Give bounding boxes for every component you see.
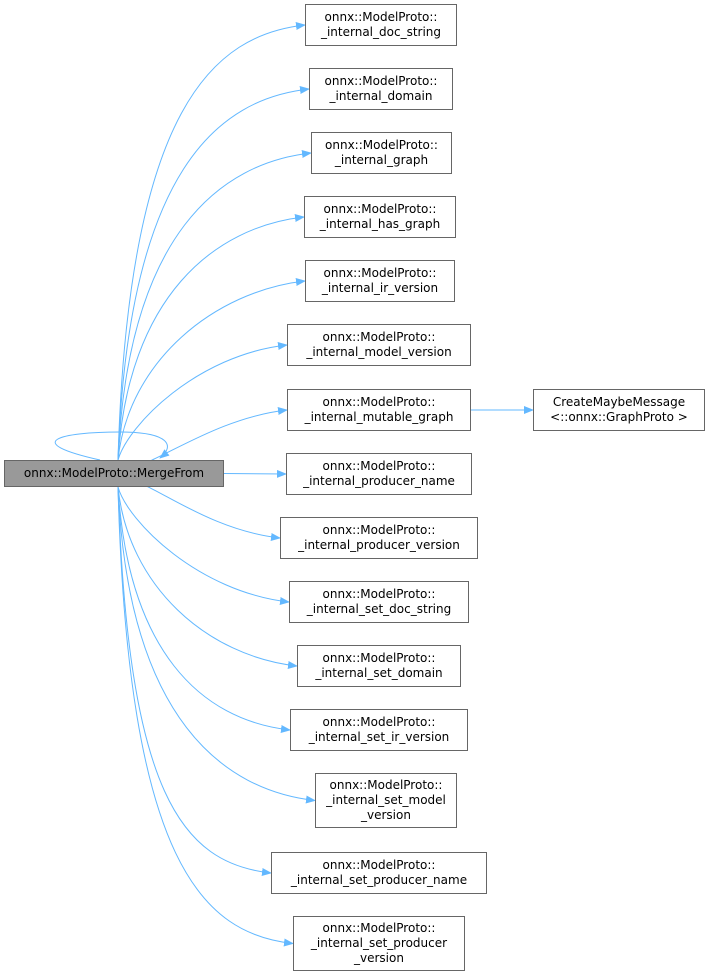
node-label-line: _internal_model_version xyxy=(306,345,452,359)
node-label-line: onnx::ModelProto:: xyxy=(322,587,436,601)
node-label-line: _internal_has_graph xyxy=(319,217,441,231)
node-label-line: onnx::ModelProto:: xyxy=(322,330,436,344)
function-node[interactable]: onnx::ModelProto::_internal_model_versio… xyxy=(287,324,471,366)
call-edge xyxy=(223,469,287,478)
node-label-line: _version xyxy=(361,808,411,822)
function-node[interactable]: onnx::ModelProto::_internal_producer_nam… xyxy=(286,453,472,495)
function-node[interactable]: onnx::ModelProto::_internal_ir_version xyxy=(305,260,455,302)
node-label-line: onnx::ModelProto::MergeFrom xyxy=(23,466,205,480)
function-node[interactable]: onnx::ModelProto::_internal_mutable_grap… xyxy=(287,389,471,431)
node-label-line: _internal_set_model xyxy=(326,793,446,807)
root-function-node[interactable]: onnx::ModelProto::MergeFrom xyxy=(4,460,224,487)
call-edge xyxy=(117,150,312,461)
node-label-line: onnx::ModelProto:: xyxy=(329,778,443,792)
call-edge xyxy=(117,22,306,461)
function-node[interactable]: onnx::ModelProto::_internal_doc_string xyxy=(305,4,457,46)
function-node[interactable]: onnx::ModelProto::_internal_set_ir_versi… xyxy=(290,709,468,751)
node-label-line: _internal_set_producer_name xyxy=(290,873,468,887)
node-label-line: _internal_domain xyxy=(329,89,433,103)
function-node[interactable]: onnx::ModelProto::_internal_set_producer… xyxy=(271,852,487,894)
call-edge xyxy=(117,486,290,605)
node-label-line: _version xyxy=(354,951,404,965)
function-node[interactable]: onnx::ModelProto::_internal_has_graph xyxy=(304,196,456,238)
call-edge xyxy=(117,486,316,804)
call-edge xyxy=(117,278,306,461)
node-label-line: onnx::ModelProto:: xyxy=(323,266,437,280)
node-label-line: onnx::ModelProto:: xyxy=(322,858,436,872)
call-edge xyxy=(117,342,288,461)
node-label-line: _internal_producer_name xyxy=(303,474,455,488)
node-label-line: onnx::ModelProto:: xyxy=(322,651,436,665)
node-label-line: _internal_producer_version xyxy=(298,538,460,552)
node-label-line: onnx::ModelProto:: xyxy=(322,921,436,935)
function-node[interactable]: onnx::ModelProto::_internal_graph xyxy=(311,132,452,174)
function-node[interactable]: onnx::ModelProto::_internal_domain xyxy=(309,68,453,110)
node-label-line: _internal_graph xyxy=(334,153,429,167)
node-label-line: _internal_mutable_graph xyxy=(304,410,454,424)
node-label-line: onnx::ModelProto:: xyxy=(322,395,436,409)
function-node[interactable]: onnx::ModelProto::_internal_set_domain xyxy=(297,645,461,687)
call-edge xyxy=(117,407,288,468)
call-edge xyxy=(117,486,294,947)
node-label-line: onnx::ModelProto:: xyxy=(322,523,436,537)
node-label-line: onnx::ModelProto:: xyxy=(323,202,437,216)
node-label-line: <::onnx::GraphProto > xyxy=(550,410,688,424)
self-call-edge xyxy=(54,431,170,461)
node-label-line: onnx::ModelProto:: xyxy=(324,74,438,88)
call-edge xyxy=(117,486,298,669)
node-label-line: _internal_doc_string xyxy=(320,25,442,39)
node-label-line: _internal_set_producer xyxy=(310,936,448,950)
node-label-line: onnx::ModelProto:: xyxy=(325,138,438,152)
node-label-line: _internal_ir_version xyxy=(321,281,439,295)
node-label-line: onnx::ModelProto:: xyxy=(324,10,438,24)
node-label-line: onnx::ModelProto:: xyxy=(322,715,436,729)
node-label-line: onnx::ModelProto:: xyxy=(322,459,436,473)
node-label-line: _internal_set_doc_string xyxy=(306,602,452,616)
function-node[interactable]: onnx::ModelProto::_internal_set_producer… xyxy=(293,916,465,971)
call-edge xyxy=(117,86,310,461)
function-node[interactable]: onnx::ModelProto::_internal_set_model_ve… xyxy=(315,773,457,828)
call-edge xyxy=(117,486,291,733)
node-label-line: _internal_set_domain xyxy=(315,666,443,680)
function-node[interactable]: onnx::ModelProto::_internal_producer_ver… xyxy=(280,517,478,559)
call-edge xyxy=(117,214,305,461)
node-label-line: _internal_set_ir_version xyxy=(308,730,450,744)
call-edge xyxy=(117,479,281,541)
function-node[interactable]: onnx::ModelProto::_internal_set_doc_stri… xyxy=(289,581,469,623)
node-label-line: CreateMaybeMessage xyxy=(552,395,686,409)
function-node[interactable]: CreateMaybeMessage<::onnx::GraphProto > xyxy=(533,389,705,431)
call-edge xyxy=(117,486,272,876)
